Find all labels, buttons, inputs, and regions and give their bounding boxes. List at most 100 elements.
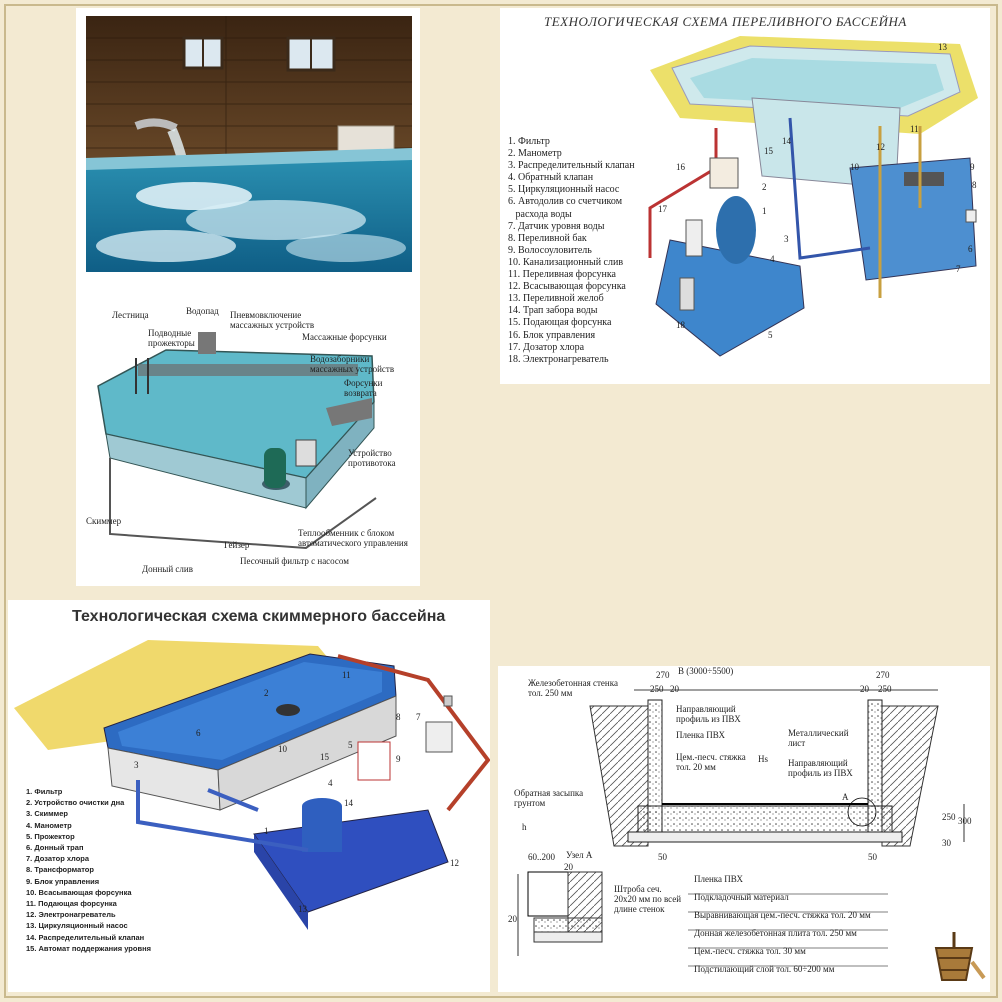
- skimmer-label: Скиммер: [86, 516, 122, 526]
- dim-250-side: 250: [942, 812, 956, 822]
- overflow-legend-item: 15. Подающая форсунка: [508, 317, 612, 329]
- counterflow-label: Устройство противотока: [348, 448, 396, 468]
- bucket-logo: [934, 932, 986, 981]
- skimmer-legend-item: 14. Распределительный клапан: [26, 932, 145, 942]
- marker-4: 4: [328, 778, 333, 788]
- dim-250-left: 250: [650, 684, 664, 694]
- skimmer-legend-item: 1. Фильтр: [26, 787, 63, 796]
- layer-label: Пленка ПВХ: [694, 874, 744, 884]
- marker-1: 1: [762, 206, 767, 216]
- overflow-legend-item: 8. Переливной бак: [508, 232, 587, 244]
- overflow-legend-item: 17. Дозатор хлора: [508, 341, 585, 353]
- rc-wall-label: Железобетонная стенка тол. 250 мм: [528, 678, 618, 698]
- marker-4: 4: [770, 254, 775, 264]
- skimmer-legend-item: 3. Скиммер: [26, 809, 68, 819]
- marker-9: 9: [970, 162, 975, 172]
- skimmer-legend-item: 7. Дозатор хлора: [26, 854, 90, 864]
- underwater-lights-label: Подводные прожекторы: [148, 328, 195, 348]
- waterfall-label: Водопад: [186, 306, 219, 316]
- marker-14: 14: [782, 136, 791, 146]
- guide-profile-right-label: Направляющий профиль из ПВХ: [788, 758, 853, 778]
- overflow-legend-item: 16. Блок управления: [508, 329, 596, 341]
- overflow-title: ТЕХНОЛОГИЧЕСКАЯ СХЕМА ПЕРЕЛИВНОГО БАССЕЙ…: [544, 14, 907, 29]
- marker-7: 7: [956, 264, 961, 274]
- marker-10: 10: [278, 744, 287, 754]
- dim-50-right: 50: [868, 852, 877, 862]
- layer-label: Донная железобетонная плита тол. 250 мм: [694, 928, 857, 938]
- indoor-pool-photo: [86, 16, 412, 272]
- marker-6: 6: [196, 728, 201, 738]
- marker-7: 7: [416, 712, 421, 722]
- overflow-legend-item: 5. Циркуляционный насос: [508, 184, 620, 196]
- skimmer-legend-item: 2. Устройство очистки дна: [26, 798, 125, 808]
- dim-270-right: 270: [876, 670, 890, 680]
- overflow-legend-item: 14. Трап забора воды: [508, 305, 598, 317]
- marker-6: 6: [968, 244, 973, 254]
- pool-photo-panel: Лестница Водопад Подводные прожекторы Пн…: [76, 8, 420, 586]
- marker-3: 3: [134, 760, 139, 770]
- skimmer-legend: 1. Фильтр 2. Устройство очистки дна 3. С…: [26, 786, 151, 954]
- dim-20-node-side: 20: [508, 914, 517, 924]
- skimmer-legend-item: 13. Циркуляционный насос: [26, 921, 128, 931]
- screed-label: Цем.-песч. стяжка тол. 20 мм: [676, 752, 746, 772]
- dim-250-right: 250: [878, 684, 892, 694]
- overflow-legend-item: 2. Манометр: [508, 148, 562, 160]
- marker-12: 12: [450, 858, 459, 868]
- overflow-legend-item: 9. Волосоуловитель: [508, 244, 592, 256]
- marker-8: 8: [972, 180, 977, 190]
- skimmer-legend-item: 5. Прожектор: [26, 831, 75, 841]
- heat-exchanger-label: Теплообменник с блоком автоматического у…: [298, 528, 408, 548]
- massage-jets-label: Массажные форсунки: [302, 332, 387, 342]
- layer-label: Подкладочный материал: [694, 892, 789, 902]
- overflow-legend-item: 12. Всасывающая форсунка: [508, 281, 626, 293]
- skimmer-legend-item: 15. Автомат поддержания уровня: [26, 943, 151, 953]
- dim-30-side: 30: [942, 838, 951, 848]
- skimmer-legend-item: 11. Подающая форсунка: [26, 899, 117, 909]
- overflow-legend-item: расхода воды: [508, 208, 572, 220]
- node-a-marker: A: [842, 792, 849, 802]
- overflow-legend-item: 18. Электронагреватель: [508, 353, 609, 365]
- marker-5: 5: [768, 330, 773, 340]
- guide-profile-left-label: Направляющий профиль из ПВХ: [676, 704, 741, 724]
- dim-20-left: 20: [670, 684, 679, 694]
- skimmer-legend-item: 6. Донный трап: [26, 843, 84, 853]
- overflow-legend-item: 4. Обратный клапан: [508, 172, 594, 184]
- marker-16: 16: [676, 162, 685, 172]
- backfill-label: Обратная засыпка грунтом: [514, 788, 584, 808]
- dim-270-left: 270: [656, 670, 670, 680]
- overflow-legend-item: 11. Переливная форсунка: [508, 269, 616, 281]
- hs-label: Hs: [758, 754, 769, 764]
- section-panel: В (3000÷5500) 270 270 250 20 20 250 Желе…: [498, 666, 990, 992]
- skimmer-legend-item: 12. Электронагреватель: [26, 910, 116, 920]
- overflow-legend-item: 6. Автодолив со счетчиком: [508, 196, 623, 208]
- pvc-film-label: Пленка ПВХ: [676, 730, 726, 740]
- water-intakes-label: Водозаборники массажных устройств: [310, 354, 395, 374]
- overflow-legend-item: 13. Переливной желоб: [508, 293, 604, 305]
- marker-17: 17: [658, 204, 667, 214]
- marker-1: 1: [264, 826, 269, 836]
- skimmer-pool-diagram: [14, 640, 490, 930]
- metal-sheet-label: Металлический лист: [788, 728, 849, 748]
- marker-3: 3: [784, 234, 789, 244]
- marker-12: 12: [876, 142, 885, 152]
- equipment-diagram: [97, 332, 377, 550]
- marker-15: 15: [764, 146, 773, 156]
- overflow-pool-diagram: [648, 36, 978, 357]
- marker-8: 8: [396, 712, 401, 722]
- pneumo-label: Пневмовключение массажных устройств: [230, 310, 315, 330]
- node-a-title: Узел А: [566, 850, 593, 860]
- dim-300-side: 300: [958, 816, 972, 826]
- marker-11: 11: [910, 124, 919, 134]
- marker-13: 13: [938, 42, 947, 52]
- marker-11: 11: [342, 670, 351, 680]
- marker-10: 10: [850, 162, 859, 172]
- dim-20-node-top: 20: [564, 862, 573, 872]
- return-jets-label: Форсунки возврата: [344, 378, 383, 398]
- dim-60-200: 60..200: [528, 852, 555, 862]
- page-frame: [4, 4, 998, 998]
- overflow-pool-panel: ТЕХНОЛОГИЧЕСКАЯ СХЕМА ПЕРЕЛИВНОГО БАССЕЙ…: [500, 8, 990, 384]
- bottom-drain-label: Донный слив: [142, 564, 193, 574]
- overflow-legend-item: 1. Фильтр: [508, 136, 550, 147]
- skimmer-legend-item: 4. Манометр: [26, 820, 72, 830]
- layer-label: Выравнивающая цем.-песч. стяжка тол. 20 …: [694, 910, 871, 920]
